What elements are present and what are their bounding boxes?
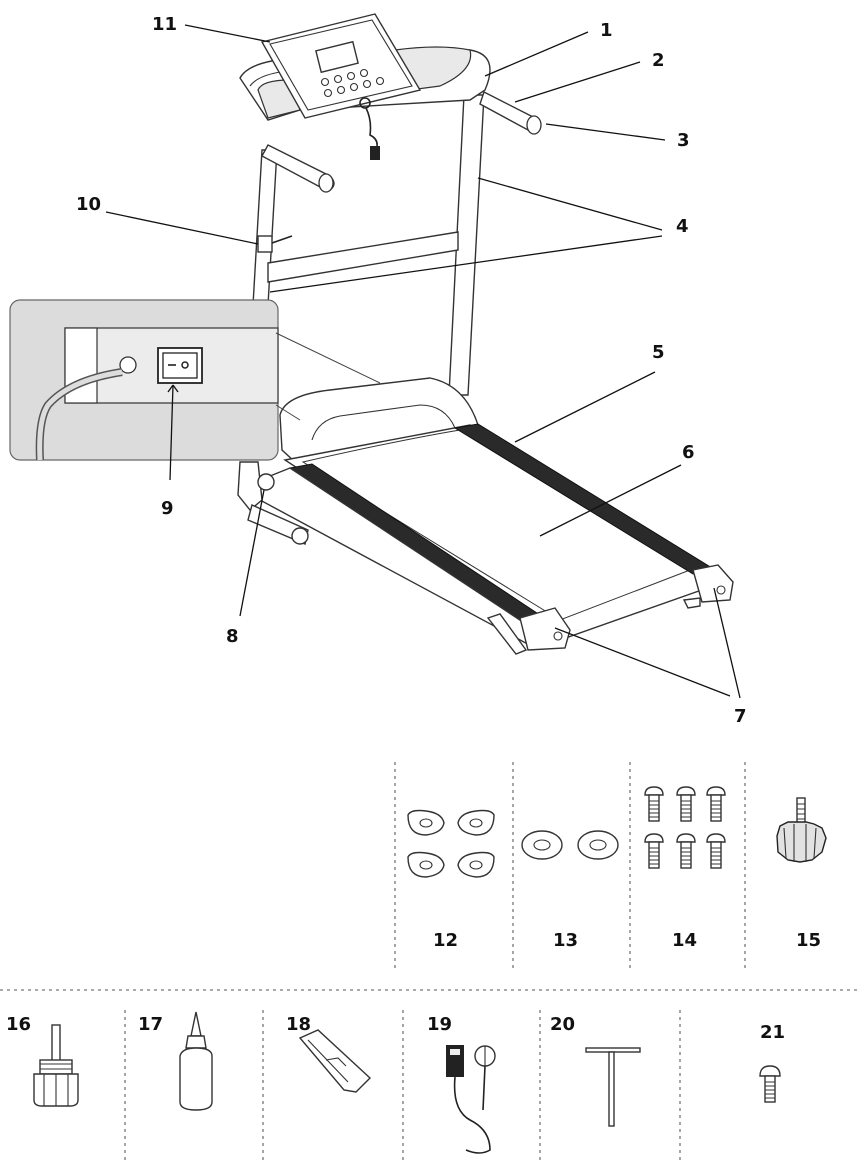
label-part-11: 11 <box>152 14 177 35</box>
label-part-12: 12 <box>433 930 458 951</box>
treadmill-illustration <box>9 13 734 655</box>
part-20-t-wrench <box>585 1047 641 1127</box>
label-part-2: 2 <box>652 50 665 71</box>
label-part-15: 15 <box>796 930 821 951</box>
label-part-14: 14 <box>672 930 697 951</box>
part-number-labels: 11 1 2 3 10 4 5 6 9 8 7 12 13 14 15 16 1… <box>6 14 821 1043</box>
label-part-17: 17 <box>138 1014 163 1035</box>
part-13-washers <box>521 830 619 860</box>
label-part-19: 19 <box>427 1014 452 1035</box>
separators <box>0 762 859 1160</box>
label-part-10: 10 <box>76 194 101 215</box>
part-12-pads <box>407 809 495 878</box>
label-part-5: 5 <box>652 342 665 363</box>
label-part-21: 21 <box>760 1022 785 1043</box>
label-part-6: 6 <box>682 442 695 463</box>
part-15-knob <box>776 797 827 863</box>
leader-lines <box>105 24 741 699</box>
label-part-8: 8 <box>226 626 239 647</box>
label-part-1: 1 <box>600 20 613 41</box>
part-19-safety-key <box>446 1045 496 1154</box>
part-16-knob <box>33 1024 79 1107</box>
label-part-18: 18 <box>286 1014 311 1035</box>
power-switch-inset <box>9 299 381 461</box>
part-17-oil-bottle <box>179 1011 213 1111</box>
label-part-4: 4 <box>676 216 689 237</box>
label-part-7: 7 <box>734 706 747 727</box>
label-part-16: 16 <box>6 1014 31 1035</box>
label-part-13: 13 <box>553 930 578 951</box>
part-14-bolts <box>644 786 726 869</box>
label-part-3: 3 <box>677 130 690 151</box>
part-21-bolt <box>759 1065 781 1103</box>
part-18-cover <box>298 1029 372 1093</box>
label-part-20: 20 <box>550 1014 575 1035</box>
label-part-9: 9 <box>161 498 174 519</box>
